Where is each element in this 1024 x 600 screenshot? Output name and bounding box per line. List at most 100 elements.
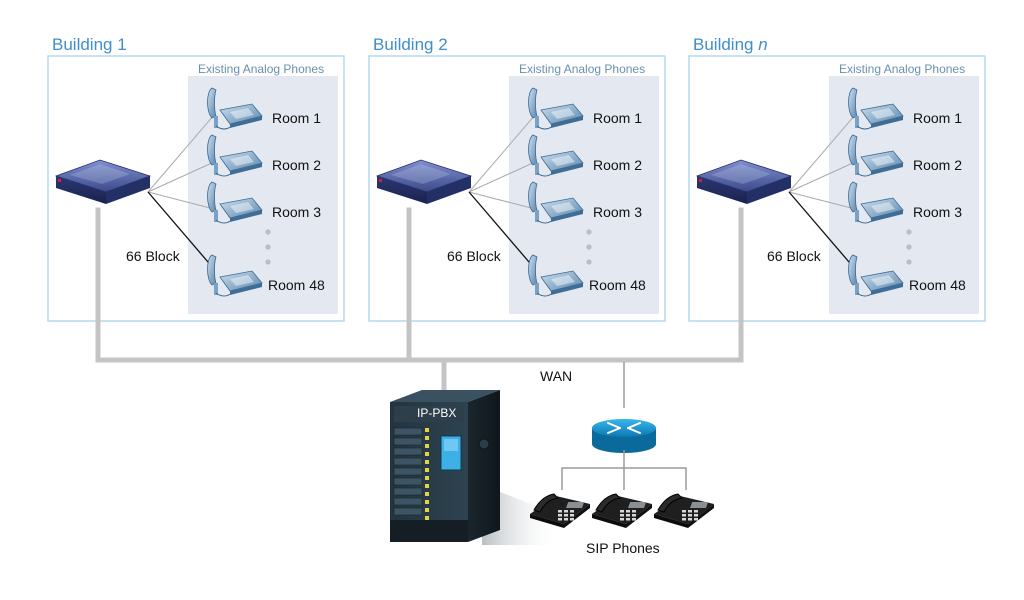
pbx-led bbox=[425, 436, 429, 440]
phone-cord bbox=[536, 292, 554, 297]
handset bbox=[848, 181, 858, 213]
phones-group-label: Existing Analog Phones bbox=[198, 62, 325, 76]
wan-line bbox=[95, 207, 744, 363]
pbx-led bbox=[425, 444, 429, 448]
room-label: Room 1 bbox=[272, 110, 322, 126]
block-label: 66 Block bbox=[447, 248, 501, 264]
ellipsis-dot bbox=[586, 244, 592, 250]
drive-bay bbox=[393, 427, 423, 436]
sip-key bbox=[564, 514, 568, 517]
analog-phone-icon bbox=[207, 87, 263, 130]
ellipsis-dot bbox=[265, 244, 271, 250]
phone-wire bbox=[788, 191, 856, 210]
ellipsis-dot bbox=[586, 229, 592, 235]
analog-phone-icon bbox=[528, 181, 584, 224]
analog-phone-icon bbox=[207, 254, 263, 297]
sip-key bbox=[620, 510, 624, 513]
gateway-device bbox=[54, 159, 152, 204]
sip-phones-label: SIP Phones bbox=[586, 540, 660, 556]
analog-phone-icon bbox=[528, 254, 584, 297]
sip-key bbox=[632, 518, 636, 521]
phone-cord bbox=[856, 125, 874, 130]
phone-wire bbox=[147, 191, 215, 210]
status-led bbox=[699, 179, 702, 182]
building-3 bbox=[695, 87, 912, 297]
phones-group-label: Existing Analog Phones bbox=[519, 62, 646, 76]
pbx-led bbox=[425, 492, 429, 496]
analog-phone-icon bbox=[848, 181, 904, 224]
wan-label: WAN bbox=[540, 368, 573, 384]
sip-key bbox=[694, 514, 698, 517]
sip-handset bbox=[533, 493, 560, 513]
handset bbox=[528, 134, 538, 166]
phone-wire bbox=[788, 114, 856, 193]
drive-bay bbox=[393, 447, 423, 456]
room-label: Room 48 bbox=[909, 277, 966, 293]
phone-cord bbox=[856, 219, 874, 224]
pbx-label: IP-PBX bbox=[417, 406, 457, 420]
building-title-text: Building 2 bbox=[373, 35, 448, 54]
sip-phone-icon bbox=[654, 493, 714, 528]
sip-handset bbox=[595, 493, 622, 513]
analog-phone-icon bbox=[207, 134, 263, 177]
sip-key bbox=[570, 514, 574, 517]
analog-phone-icon bbox=[848, 87, 904, 130]
analog-phone-icon bbox=[207, 181, 263, 224]
handset bbox=[207, 87, 217, 119]
sip-display bbox=[566, 502, 585, 508]
analog-phone-icon bbox=[528, 134, 584, 177]
handset bbox=[848, 87, 858, 119]
sip-key bbox=[620, 518, 624, 521]
pbx-led bbox=[425, 476, 429, 480]
pbx-led bbox=[425, 508, 429, 512]
building-title: Building 1 bbox=[52, 35, 127, 55]
phones-group-label: Existing Analog Phones bbox=[839, 62, 966, 76]
drive-bay bbox=[393, 497, 423, 506]
phone-wire bbox=[468, 114, 536, 193]
block-label: 66 Block bbox=[767, 248, 821, 264]
building-title: Building n bbox=[693, 35, 768, 55]
pbx-side bbox=[468, 390, 500, 542]
router-icon bbox=[592, 419, 656, 453]
sip-key bbox=[682, 510, 686, 513]
building-title: Building 2 bbox=[373, 35, 448, 55]
handset bbox=[528, 254, 538, 286]
sip-key bbox=[558, 514, 562, 517]
drive-bay bbox=[393, 467, 423, 476]
pbx-led bbox=[425, 468, 429, 472]
room-label: Room 3 bbox=[913, 204, 963, 220]
gateway-device bbox=[375, 159, 473, 204]
handset bbox=[207, 181, 217, 213]
sip-key bbox=[564, 510, 568, 513]
drive-bay bbox=[393, 457, 423, 466]
phone-cord bbox=[215, 125, 233, 130]
sip-key bbox=[688, 514, 692, 517]
ellipsis-dot bbox=[906, 229, 912, 235]
block-label: 66 Block bbox=[126, 248, 180, 264]
building-2 bbox=[375, 87, 592, 297]
sip-handset bbox=[657, 493, 684, 513]
sip-display bbox=[628, 502, 647, 508]
pbx-shadow bbox=[482, 485, 560, 545]
room-label: Room 3 bbox=[272, 204, 322, 220]
room-label: Room 2 bbox=[913, 157, 963, 173]
ellipsis-dot bbox=[265, 229, 271, 235]
phone-wire bbox=[147, 161, 215, 193]
sip-key bbox=[620, 514, 624, 517]
sip-key bbox=[626, 514, 630, 517]
drive-bay bbox=[393, 477, 423, 486]
analog-phone-icon bbox=[848, 254, 904, 297]
sip-key bbox=[694, 518, 698, 521]
handset bbox=[528, 87, 538, 119]
router-top bbox=[592, 419, 656, 437]
status-led bbox=[379, 179, 382, 182]
sip-key bbox=[632, 510, 636, 513]
drive-bay bbox=[393, 437, 423, 446]
sip-key bbox=[694, 510, 698, 513]
phone-wire bbox=[147, 114, 215, 193]
sip-key bbox=[570, 510, 574, 513]
sip-key bbox=[688, 518, 692, 521]
room-label: Room 1 bbox=[593, 110, 643, 126]
sip-phone-icon bbox=[530, 493, 590, 528]
